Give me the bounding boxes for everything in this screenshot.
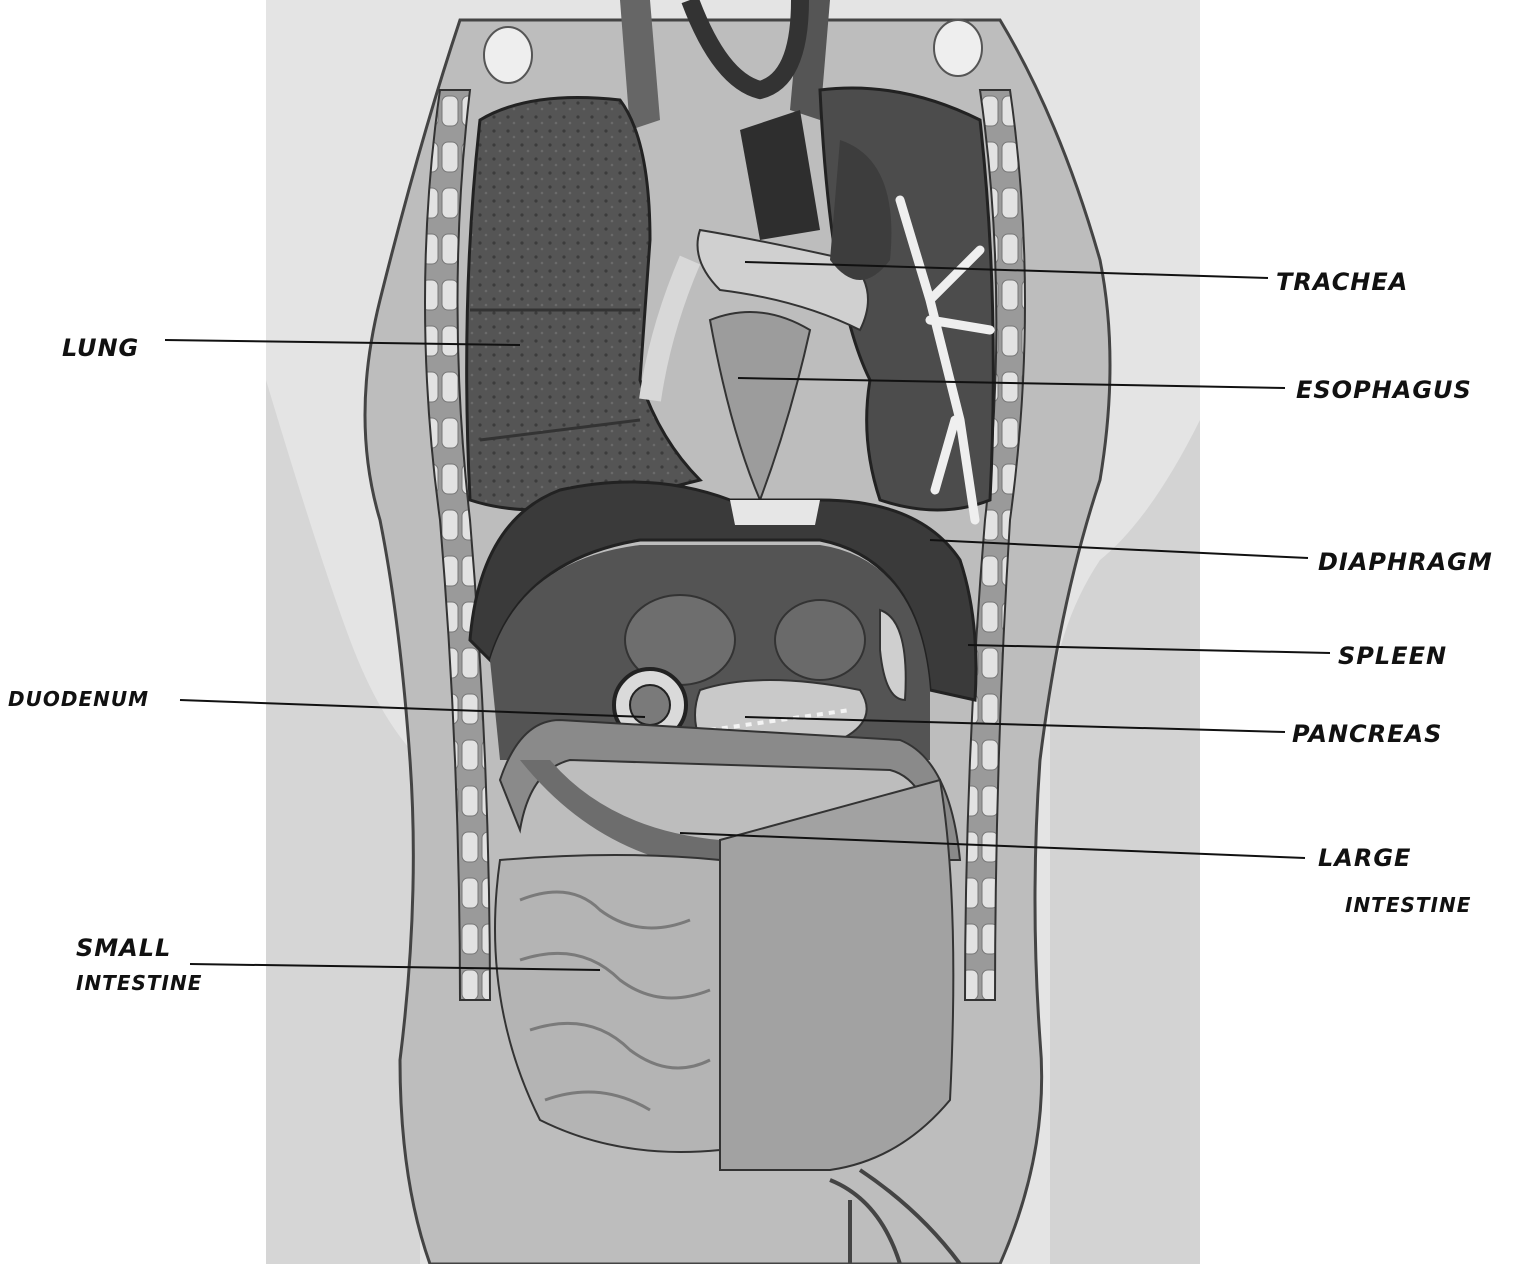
label-small-intestine-line1: SMALL [76,934,171,962]
label-spleen: SPLEEN [1338,642,1447,670]
label-pancreas: PANCREAS [1292,720,1442,748]
label-lung: LUNG [62,334,139,362]
label-trachea: TRACHEA [1276,268,1408,296]
label-duodenum: DUODENUM [8,687,149,711]
label-esophagus: ESOPHAGUS [1296,376,1472,404]
label-large-intestine-line2: INTESTINE [1345,893,1471,917]
label-small-intestine-line2: INTESTINE [76,971,202,995]
label-diaphragm: DIAPHRAGM [1318,548,1493,576]
label-large-intestine-line1: LARGE [1318,844,1411,872]
